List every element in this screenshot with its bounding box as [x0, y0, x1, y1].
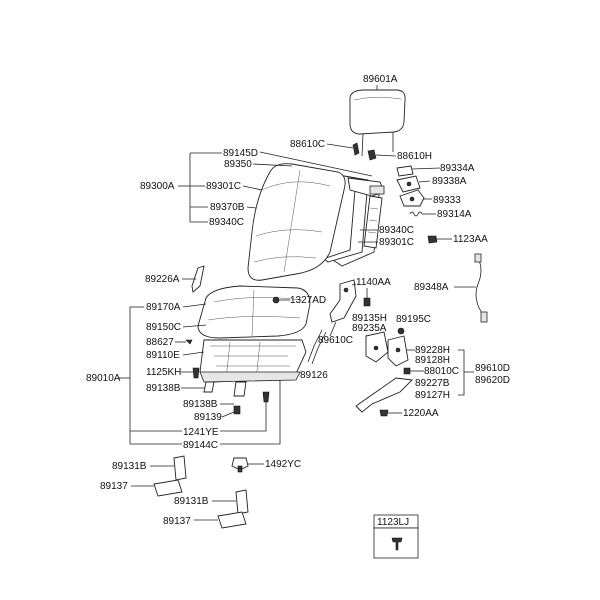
bolt-1140AA — [363, 297, 371, 307]
seat-cushion — [197, 285, 311, 339]
part-89334A — [396, 165, 414, 177]
label-89348A: 89348A — [414, 282, 449, 293]
headrest — [349, 89, 406, 157]
label-1241YE: 1241YE — [183, 427, 219, 438]
part-89126 — [307, 329, 327, 365]
label-88627: 88627 — [146, 337, 174, 348]
label-1140AA: 1140AA — [356, 277, 391, 288]
label-89138B-b: 89138B — [183, 399, 218, 410]
label-89370B: 89370B — [210, 202, 245, 213]
part-89610C-bracket — [329, 279, 357, 323]
label-89350: 89350 — [224, 159, 252, 170]
bolt-89139 — [233, 405, 241, 415]
label-89601A: 89601A — [363, 74, 398, 85]
label-89228H: 89228H — [415, 345, 450, 356]
part-89195C — [397, 327, 405, 335]
headrest-guide-88610H — [367, 149, 377, 161]
label-89144C: 89144C — [183, 440, 218, 451]
seat-back-assembly — [247, 163, 385, 281]
label-89301C-a: 89301C — [206, 181, 241, 192]
label-89170A: 89170A — [146, 302, 181, 313]
label-89131B-a: 89131B — [112, 461, 147, 472]
label-89226A: 89226A — [145, 274, 180, 285]
label-89620D: 89620D — [475, 375, 510, 386]
label-89340C-a: 89340C — [209, 217, 244, 228]
label-1327AD: 1327AD — [290, 295, 326, 306]
label-1123LJ: 1123LJ — [377, 517, 409, 528]
label-89314A: 89314A — [437, 209, 472, 220]
label-89300A: 89300A — [140, 181, 175, 192]
label-89139: 89139 — [194, 412, 222, 423]
part-89131B-a — [173, 455, 187, 481]
label-89340C-b: 89340C — [379, 225, 414, 236]
label-89138B-a: 89138B — [146, 383, 181, 394]
bolt-1241YE — [262, 391, 270, 403]
part-89226A — [191, 265, 205, 293]
bolt-88010C — [403, 367, 411, 375]
label-89301C-b: 89301C — [379, 237, 414, 248]
seat-frame — [199, 339, 307, 397]
part-89135H-cover — [365, 331, 389, 363]
screw-1220AA — [379, 409, 389, 417]
part-89131B-b — [235, 489, 249, 515]
part-89314A — [409, 211, 423, 217]
bolt-1125KH — [192, 367, 200, 379]
clip-1492YC — [231, 457, 249, 473]
part-89137-b — [217, 511, 247, 529]
label-88010C: 88010C — [424, 366, 459, 377]
label-89610D: 89610D — [475, 363, 510, 374]
label-89131B-b: 89131B — [174, 496, 209, 507]
label-89135H: 89135H — [352, 313, 387, 324]
label-89128H: 89128H — [415, 355, 450, 366]
bolt-1123AA — [427, 235, 438, 244]
label-89110E: 89110E — [146, 350, 180, 361]
label-89010A: 89010A — [86, 373, 121, 384]
label-88610H: 88610H — [397, 151, 432, 162]
label-89195C: 89195C — [396, 314, 431, 325]
label-1123AA: 1123AA — [453, 234, 488, 245]
part-89338A — [396, 175, 421, 193]
label-89127H: 89127H — [415, 390, 450, 401]
label-1492YC: 1492YC — [265, 459, 301, 470]
label-89333: 89333 — [433, 195, 461, 206]
label-1125KH: 1125KH — [146, 367, 181, 378]
headrest-guide-88610C — [352, 142, 360, 156]
part-89227B-trim — [355, 377, 413, 413]
clip-88627 — [185, 339, 193, 345]
part-89348A-cable — [474, 253, 488, 323]
label-88610C: 88610C — [290, 139, 325, 150]
part-89333 — [399, 189, 425, 207]
label-89334A: 89334A — [440, 163, 475, 174]
label-89610C: 89610C — [318, 335, 353, 346]
label-89235A: 89235A — [352, 323, 387, 334]
label-89227B: 89227B — [415, 378, 450, 389]
label-89338A: 89338A — [432, 176, 467, 187]
part-89228H-cover — [387, 335, 409, 367]
inset-box-1123LJ — [373, 514, 419, 559]
part-89137-a — [153, 479, 183, 497]
label-89145D: 89145D — [223, 148, 258, 159]
label-89137-b: 89137 — [163, 516, 191, 527]
label-89137-a: 89137 — [100, 481, 128, 492]
label-1220AA: 1220AA — [403, 408, 439, 419]
label-89126: 89126 — [300, 370, 328, 381]
clip-1327AD — [272, 296, 280, 304]
label-89150C: 89150C — [146, 322, 181, 333]
